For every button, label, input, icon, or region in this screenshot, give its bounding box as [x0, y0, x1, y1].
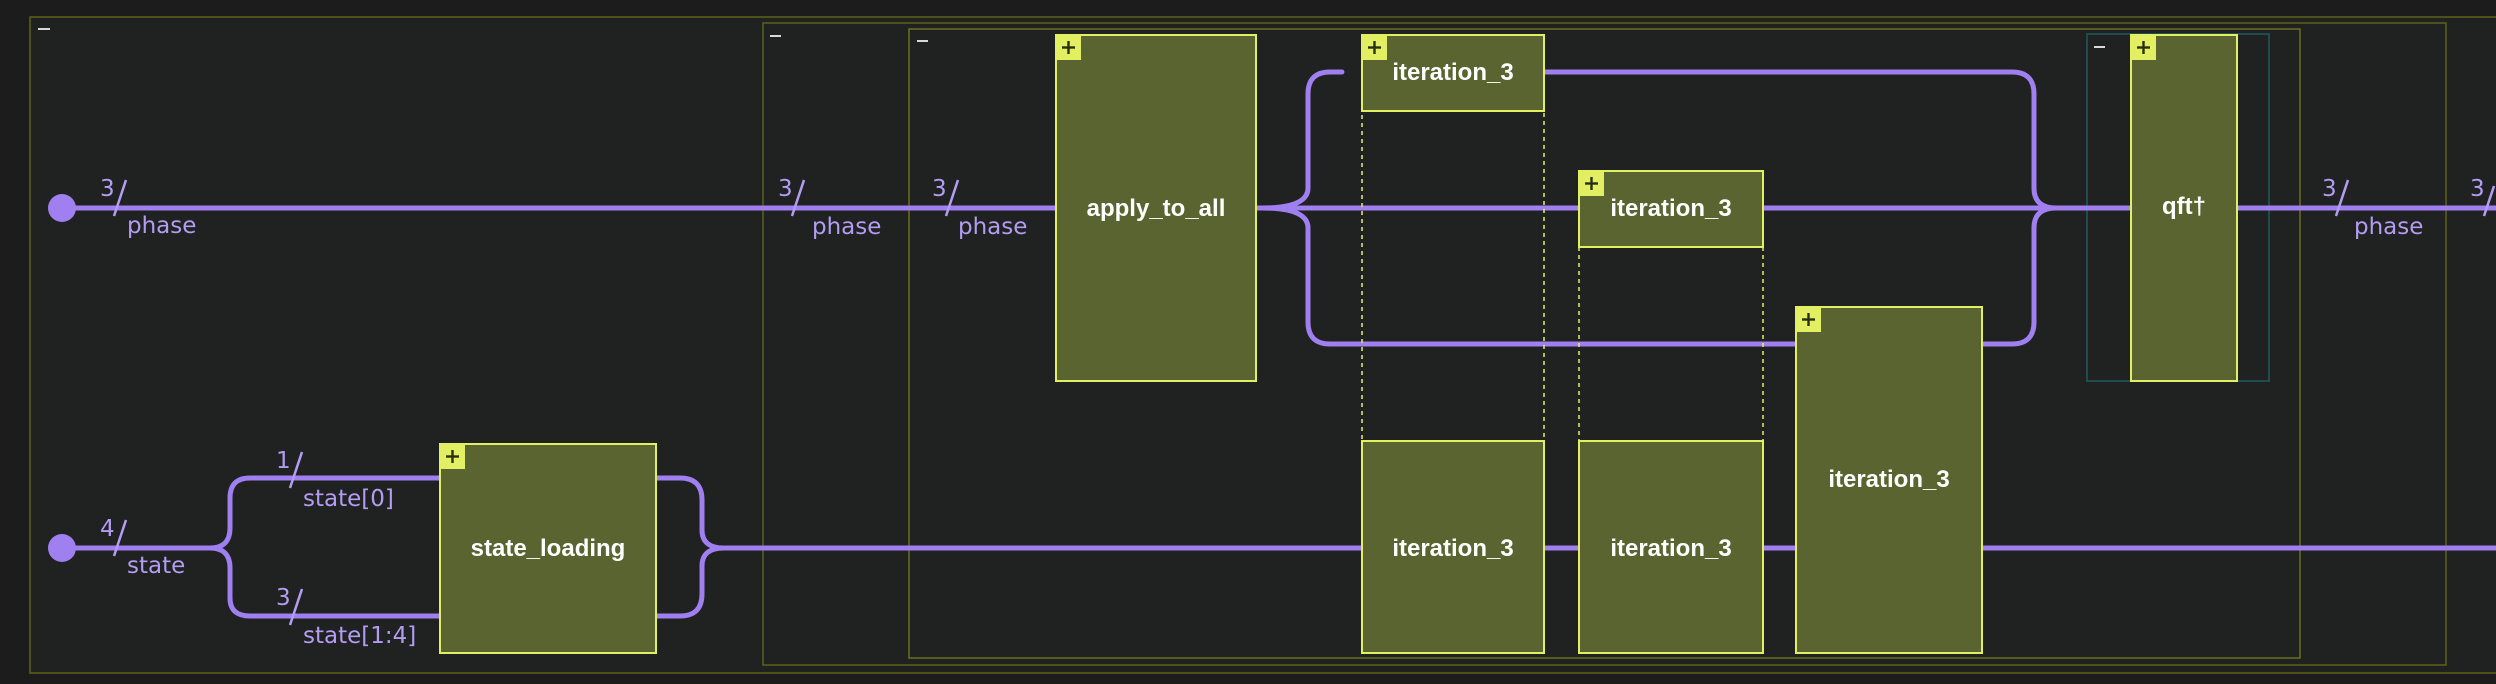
state-0-size-label: 1	[276, 448, 291, 474]
gate-label: qft†	[2162, 193, 2206, 220]
iteration-c-gate[interactable]: iteration_3	[1795, 306, 1983, 654]
phase-name-label: phase	[2354, 214, 2423, 240]
state-loading-gate[interactable]: state_loading	[439, 443, 657, 654]
state-rest-label: 3 state[1:4]	[276, 585, 416, 649]
phase-merge-top	[2009, 69, 2059, 211]
state-0-wire	[207, 475, 443, 551]
gate-label: apply_to_all	[1087, 195, 1226, 222]
state-input-node[interactable]	[48, 534, 76, 562]
subcircuit-frame	[762, 22, 2447, 666]
phase-label-output: 3 phase	[2322, 176, 2423, 240]
iteration-b-top-gate[interactable]: iteration_3	[1578, 170, 1764, 248]
state-merge-top	[653, 475, 727, 551]
outer-frame	[29, 16, 2496, 674]
state-rest-wire	[207, 545, 443, 619]
state-name-label: state	[127, 553, 185, 579]
phase-size-label: 3	[932, 176, 947, 202]
qft-dagger-gate[interactable]: qft†	[2130, 34, 2238, 382]
state-size-label: 4	[100, 516, 115, 542]
state-label-input: 4 state	[100, 516, 185, 579]
iteration-a-bottom-gate[interactable]: iteration_3	[1361, 440, 1545, 654]
gate-label: iteration_3	[1392, 59, 1513, 86]
gate-label: iteration_3	[1610, 195, 1731, 222]
phase-label-output-2: 3	[2470, 176, 2496, 217]
state-merge-bottom	[653, 545, 727, 619]
phase-label-subcircuit: 3 phase	[778, 176, 881, 240]
state-0-label: 1 state[0]	[276, 448, 394, 512]
state-0-name-label: state[0]	[303, 486, 394, 512]
phase-name-label: phase	[127, 213, 196, 239]
phase-name-label: phase	[958, 214, 1027, 240]
iteration-b-bottom-gate[interactable]: iteration_3	[1578, 440, 1764, 654]
phase-name-label: phase	[812, 214, 881, 240]
phase-size-label: 3	[2470, 176, 2485, 202]
gate-label: iteration_3	[1392, 535, 1513, 562]
phase-label-input: 3 phase	[100, 176, 196, 239]
phase-size-label: 3	[778, 176, 793, 202]
phase-split-bottom	[1259, 205, 1799, 347]
iteration-frame	[908, 28, 2301, 659]
phase-input-node[interactable]	[48, 194, 76, 222]
phase-size-label: 3	[2322, 176, 2337, 202]
phase-size-label: 3	[100, 176, 115, 202]
gate-label: state_loading	[471, 535, 626, 562]
phase-split-top	[1259, 69, 1345, 211]
gate-label: iteration_3	[1610, 535, 1731, 562]
phase-label-iteration: 3 phase	[932, 176, 1027, 240]
phase-merge-bottom	[1979, 205, 2059, 347]
state-rest-name-label: state[1:4]	[303, 623, 416, 649]
state-rest-size-label: 3	[276, 585, 291, 611]
apply-to-all-gate[interactable]: apply_to_all	[1055, 34, 1257, 382]
iteration-a-top-gate[interactable]: iteration_3	[1361, 34, 1545, 112]
gate-label: iteration_3	[1828, 466, 1949, 493]
